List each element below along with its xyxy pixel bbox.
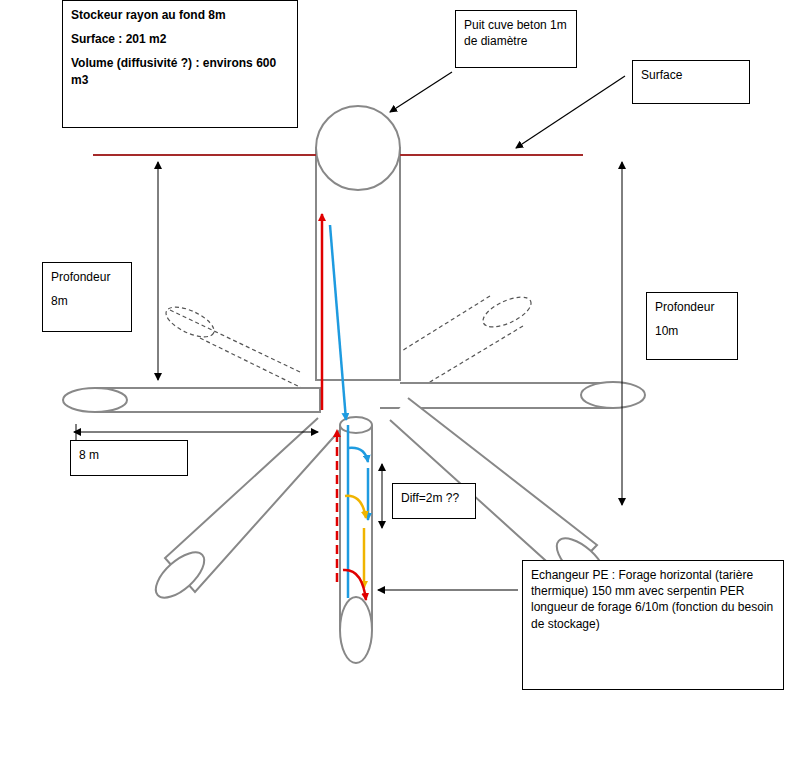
dimension-box: 8 m bbox=[70, 440, 188, 476]
warm-branch bbox=[363, 528, 366, 588]
box-text: 8m bbox=[51, 293, 123, 309]
box-text: Stockeur rayon au fond 8m bbox=[71, 7, 289, 23]
cold-flow bbox=[330, 225, 346, 420]
cold-down bbox=[347, 425, 350, 598]
box-text: Diff=2m ?? bbox=[401, 490, 467, 506]
box-text: Profondeur bbox=[51, 269, 123, 285]
callout-box: Puit cuve beton 1m de diamètre bbox=[455, 10, 577, 68]
callout-box: Surface bbox=[632, 60, 750, 104]
cold-branch bbox=[348, 448, 368, 462]
box-text: Surface bbox=[641, 67, 741, 83]
box-text: Puit cuve beton 1m de diamètre bbox=[464, 17, 568, 49]
surface-line bbox=[93, 154, 316, 156]
dimension-box: Diff=2m ?? bbox=[392, 483, 476, 519]
hot-branch bbox=[343, 570, 366, 600]
box-text: 8 m bbox=[79, 447, 179, 463]
warm-branch bbox=[345, 496, 366, 518]
hot-flow bbox=[321, 214, 324, 410]
dimension-box: Profondeur 8m bbox=[42, 262, 132, 332]
box-text: 10m bbox=[655, 323, 729, 339]
hot-return bbox=[336, 430, 339, 582]
box-text: Echangeur PE : Forage horizontal (tarièr… bbox=[531, 567, 775, 632]
box-text: Volume (diffusivité ?) : environs 600 m3 bbox=[71, 55, 289, 87]
box-text: Profondeur bbox=[655, 299, 729, 315]
cold-branch bbox=[367, 468, 370, 520]
callout-box: Echangeur PE : Forage horizontal (tarièr… bbox=[522, 560, 784, 690]
dimension-box: Profondeur 10m bbox=[646, 292, 738, 360]
surface-line bbox=[400, 154, 583, 156]
box-text: Surface : 201 m2 bbox=[71, 31, 289, 47]
leader-arrows bbox=[378, 72, 625, 590]
info-box: Stockeur rayon au fond 8m Surface : 201 m… bbox=[62, 0, 298, 128]
